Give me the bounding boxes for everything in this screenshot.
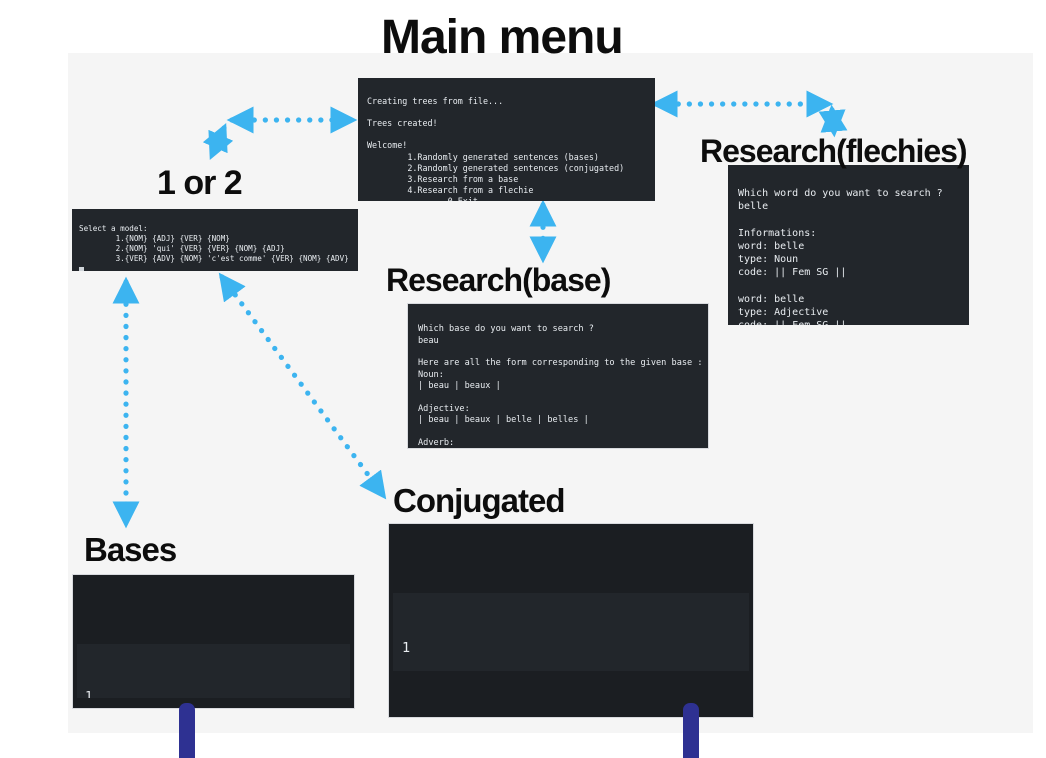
conjugated-item-1-number: 1 xyxy=(402,640,411,657)
bases-item-1: 1 hebdomadier bis gymnastiquer look xyxy=(77,644,350,699)
terminal-research-flechies: Which word do you want to search ? belle… xyxy=(728,165,969,325)
terminal-research-base: Which base do you want to search ? beau … xyxy=(407,303,709,449)
terminal-model-select-text: Select a model: 1.{NOM} {ADJ} {VER} {NOM… xyxy=(79,224,349,264)
terminal-research-flechies-text: Which word do you want to search ? belle… xyxy=(738,188,943,325)
panel-conjugated: 1 Missing flechies are noted by '*': un … xyxy=(388,523,754,718)
label-research-flechies: Research(flechies) xyxy=(700,133,968,169)
page-title-main-menu: Main menu xyxy=(381,11,624,64)
bottom-bar-right xyxy=(683,703,699,758)
label-bases: Bases xyxy=(84,531,177,568)
terminal-cursor xyxy=(79,266,351,271)
terminal-research-base-text: Which base do you want to search ? beau … xyxy=(418,324,703,448)
bases-item-1-number: 1 xyxy=(85,687,93,699)
terminal-model-select: Select a model: 1.{NOM} {ADJ} {VER} {NOM… xyxy=(72,209,358,271)
terminal-main-menu-text: Creating trees from file... Trees create… xyxy=(367,96,625,201)
label-research-base: Research(base) xyxy=(386,262,611,298)
label-conjugated: Conjugated xyxy=(393,482,565,519)
terminal-main-menu: Creating trees from file... Trees create… xyxy=(358,78,655,201)
bottom-bar-left xyxy=(179,703,195,758)
panel-bases: 1 hebdomadier bis gymnastiquer look 2 cr… xyxy=(72,574,355,709)
label-one-or-two: 1 or 2 xyxy=(157,164,243,202)
conjugated-item-1: 1 Missing flechies are noted by '*': un … xyxy=(393,593,749,672)
